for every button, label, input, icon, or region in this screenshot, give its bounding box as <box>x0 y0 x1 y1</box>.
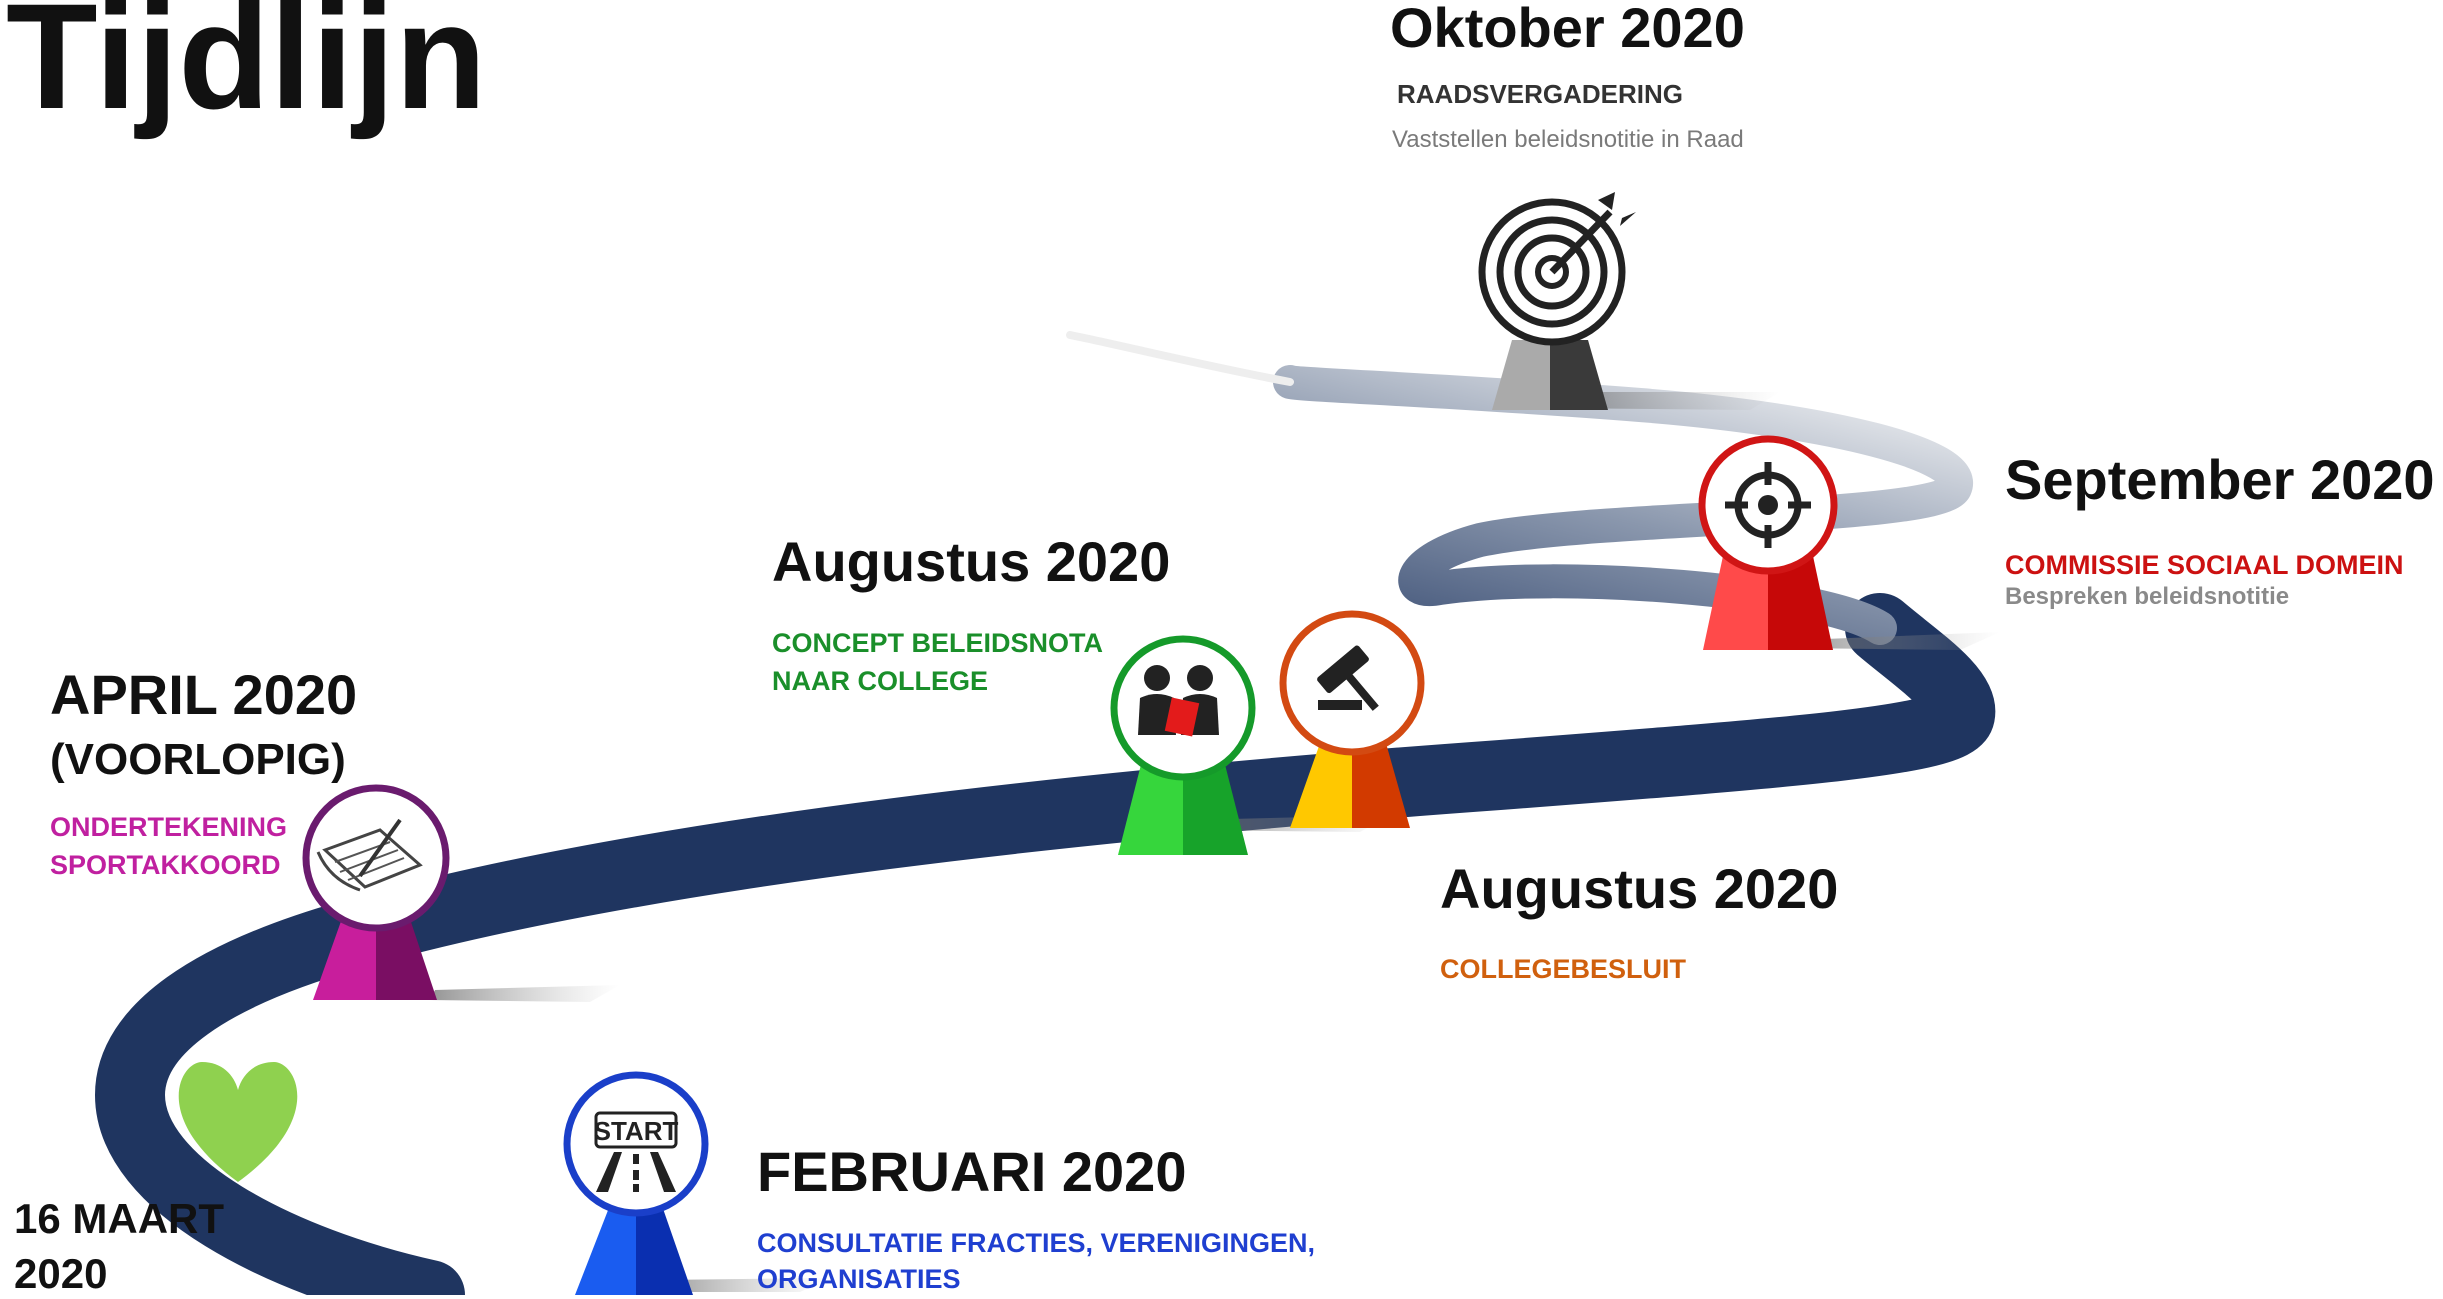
augustus-concept-date: Augustus 2020 <box>772 530 1171 593</box>
road-near-section <box>94 593 1996 1295</box>
road-far-section <box>1273 365 1973 645</box>
signing-document-icon <box>302 784 450 932</box>
pin-oktober <box>1478 192 1636 410</box>
april-note: (VOORLOPIG) <box>50 735 346 784</box>
road-horizon-section <box>1066 331 1294 386</box>
start-badge: START <box>594 1116 679 1146</box>
people-document-icon <box>1110 635 1256 781</box>
pin-september <box>1698 435 1838 650</box>
road-start-icon: START <box>563 1071 709 1217</box>
crosshair-icon <box>1698 435 1838 575</box>
augustus-concept-line2: NAAR COLLEGE <box>772 666 988 696</box>
pin-februari: START <box>563 1071 709 1295</box>
oktober-date: Oktober 2020 <box>1390 0 1745 59</box>
oktober-description: Vaststellen beleidsnotitie in Raad <box>1392 126 1744 153</box>
pin-augustus-collegebesluit <box>1279 610 1425 828</box>
april-date: APRIL 2020 <box>50 663 358 726</box>
oktober-title: RAADSVERGADERING <box>1397 79 1684 109</box>
target-arrow-icon <box>1478 192 1636 346</box>
augustus-concept-line1: CONCEPT BELEIDSNOTA <box>772 628 1104 658</box>
februari-date: FEBRUARI 2020 <box>757 1140 1187 1203</box>
september-description: Bespreken beleidsnotitie <box>2005 583 2290 610</box>
september-date: September 2020 <box>2005 448 2435 511</box>
februari-line1: CONSULTATIE FRACTIES, VERENIGINGEN, <box>757 1228 1316 1258</box>
februari-line2: ORGANISATIES <box>757 1264 961 1294</box>
augustus-besluit-date: Augustus 2020 <box>1440 857 1839 920</box>
pin-augustus-concept <box>1110 635 1256 855</box>
september-title: COMMISSIE SOCIAAL DOMEIN <box>2005 550 2404 580</box>
page-title: Tijdlijn <box>6 0 487 140</box>
heart-icon <box>178 1062 298 1182</box>
maart-date-line1: 16 MAART <box>14 1195 225 1242</box>
pin-april <box>302 784 450 1000</box>
april-line1: ONDERTEKENING <box>50 812 288 842</box>
april-line2: SPORTAKKOORD <box>50 850 281 880</box>
maart-date-line2: 2020 <box>14 1250 108 1297</box>
augustus-besluit-title: COLLEGEBESLUIT <box>1440 954 1687 984</box>
gavel-icon <box>1279 610 1425 756</box>
